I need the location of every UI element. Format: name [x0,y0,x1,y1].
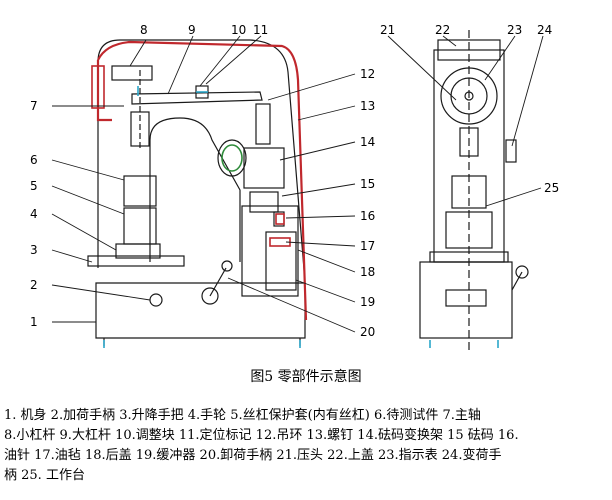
side-handle [511,271,523,291]
callout-24: 24 [537,23,552,37]
callout-3: 3 [30,243,38,257]
callout-19: 19 [360,295,375,309]
callout-7: 7 [30,99,38,113]
callout-18: 18 [360,265,375,279]
legend-line: 油针 17.油毡 18.后盖 19.缓冲器 20.卸荷手柄 21.压头 22.上… [4,448,502,463]
side-label-plate [445,289,487,307]
leader-lines [51,35,544,333]
small-lever [111,65,153,81]
callout-9: 9 [188,23,196,37]
cyan-markers [103,86,499,348]
frame-outline [97,39,306,283]
parts-diagram: 1 2 3 4 5 6 7 8 9 10 11 12 13 14 15 16 1… [30,23,559,350]
callout-4: 4 [30,207,38,221]
callout-2: 2 [30,278,38,292]
callout-16: 16 [360,209,375,223]
red-lever-cap [91,65,105,109]
callout-1: 1 [30,315,38,329]
callout-12: 12 [360,67,375,81]
load-handle [149,293,163,307]
callout-22: 22 [435,23,450,37]
front-view-machine [87,39,306,346]
screw-guard [123,207,157,245]
figure-caption: 图5 零部件示意图 [250,369,362,385]
callout-25: 25 [544,181,559,195]
side-view-machine [419,30,529,350]
side-body [419,261,513,339]
legend-line: 1. 机身 2.加荷手柄 3.升降手把 4.手轮 5.丝杠保护套(内有丝杠) 6… [4,408,481,423]
weight-rack [243,147,285,189]
callout-8: 8 [140,23,148,37]
callout-labels: 1 2 3 4 5 6 7 8 9 10 11 12 13 14 15 16 1… [30,23,559,339]
protective-cover-outline [96,40,308,321]
weight [249,191,279,213]
callout-23: 23 [507,23,522,37]
red-oil [275,213,285,225]
machine-body [95,282,306,339]
callout-5: 5 [30,179,38,193]
green-handwheel-knob [221,144,243,172]
unload-handle-ball [221,260,233,272]
callout-6: 6 [30,153,38,167]
test-specimen [123,175,157,207]
large-lever [131,91,263,105]
parts-legend: 1. 机身 2.加荷手柄 3.升降手把 4.手轮 5.丝杠保护套(内有丝杠) 6… [4,406,610,486]
callout-10: 10 [231,23,246,37]
hand-knob [217,139,247,177]
legend-line: 柄 25. 工作台 [4,468,85,483]
unload-handle [209,267,227,297]
buffer [265,231,297,291]
side-handle-ball [515,265,529,279]
legend-line: 8.小杠杆 9.大杠杆 10.调整块 11.定位标记 12.吊环 13.螺钉 1… [4,428,519,443]
callout-14: 14 [360,135,375,149]
unload-knob [201,287,219,305]
callout-13: 13 [360,99,375,113]
weight-carrier [255,103,271,145]
callout-20: 20 [360,325,375,339]
callout-21: 21 [380,23,395,37]
callout-15: 15 [360,177,375,191]
callout-17: 17 [360,239,375,253]
frame-inner [149,117,241,262]
callout-11: 11 [253,23,268,37]
change-load-knob [505,139,517,163]
